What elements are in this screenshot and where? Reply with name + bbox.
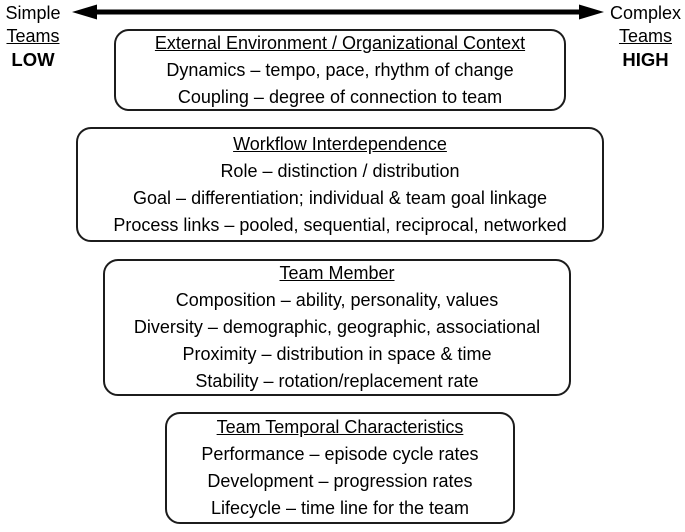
box-title: Team Temporal Characteristics xyxy=(216,417,464,437)
box-title: Workflow Interdependence xyxy=(233,133,447,154)
box-line: Goal – differentiation; individual & tea… xyxy=(133,187,547,208)
box-line: Composition – ability, personality, valu… xyxy=(175,290,499,310)
double-arrow-icon xyxy=(72,4,604,20)
box-title: External Environment / Organizational Co… xyxy=(154,32,526,53)
low-label: LOW xyxy=(11,49,55,70)
box-line: Stability – rotation/replacement rate xyxy=(195,371,479,391)
box-line: Performance – episode cycle rates xyxy=(201,444,479,464)
teams-label-left: Teams xyxy=(6,26,60,46)
box-line: Role – distinction / distribution xyxy=(220,160,460,181)
complexity-scale-arrow xyxy=(70,2,606,22)
high-label: HIGH xyxy=(622,49,669,70)
box-line: Process links – pooled, sequential, reci… xyxy=(113,214,567,235)
box-team-temporal-characteristics: Team Temporal Characteristics Performanc… xyxy=(165,412,515,524)
box-line: Diversity – demographic, geographic, ass… xyxy=(133,317,541,337)
box-line: Development – progression rates xyxy=(207,471,473,491)
complex-label: Complex xyxy=(609,3,682,23)
simple-teams-label: Simple Teams LOW xyxy=(0,2,66,71)
box-line: Lifecycle – time line for the team xyxy=(210,498,470,518)
complex-teams-label: Complex Teams HIGH xyxy=(606,2,685,71)
box-workflow-interdependence: Workflow Interdependence Role – distinct… xyxy=(76,127,604,242)
box-line: Dynamics – tempo, pace, rhythm of change xyxy=(166,59,514,80)
simple-label: Simple xyxy=(5,3,61,23)
box-team-member: Team Member Composition – ability, perso… xyxy=(103,259,571,396)
box-title: Team Member xyxy=(279,263,395,283)
teams-label-right: Teams xyxy=(618,26,672,46)
box-line: Proximity – distribution in space & time xyxy=(182,344,492,364)
box-external-environment: External Environment / Organizational Co… xyxy=(114,29,566,111)
box-line: Coupling – degree of connection to team xyxy=(177,86,503,107)
